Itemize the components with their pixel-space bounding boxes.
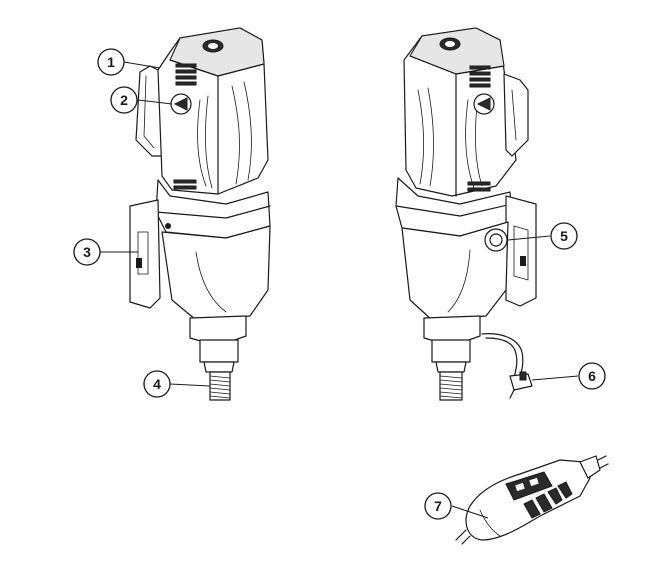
callout-1-label: 1 [107, 54, 115, 70]
drill-motor-right [395, 27, 537, 401]
callout-3: 3 [73, 238, 101, 266]
callout-7: 7 [424, 492, 452, 520]
callout-6-label: 6 [588, 368, 596, 384]
callout-2-label: 2 [120, 92, 128, 108]
prcd-switch [455, 455, 609, 545]
callout-5-label: 5 [560, 228, 568, 244]
callout-6: 6 [578, 362, 606, 390]
callout-5: 5 [550, 222, 578, 250]
callout-7-label: 7 [434, 498, 442, 514]
callout-4: 4 [143, 370, 171, 398]
callout-2: 2 [110, 86, 138, 114]
callout-1: 1 [97, 48, 125, 76]
drill-motor-left [129, 27, 271, 401]
callout-4-label: 4 [153, 376, 161, 392]
callout-3-label: 3 [83, 244, 91, 260]
leader-lines [100, 61, 579, 519]
